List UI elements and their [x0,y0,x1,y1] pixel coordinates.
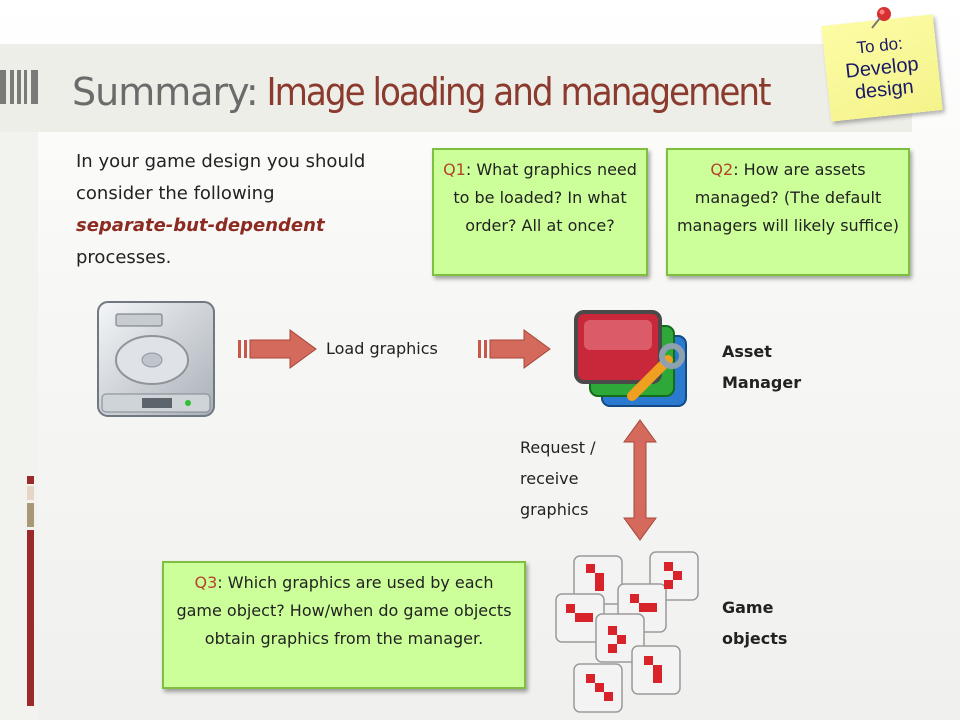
q3-text: : Which graphics are used by each game o… [176,573,512,648]
q2-box: Q2: How are assets managed? (The default… [666,148,910,276]
request-double-arrow [623,419,657,541]
q1-label: Q1 [443,160,466,179]
hard-drive-icon [97,301,215,417]
request-label: Request / receive graphics [520,432,595,525]
intro-line-1: In your game design you should [76,151,366,172]
intro-highlight: separate-but-dependent [76,215,325,236]
side-marker-red [27,530,34,706]
asset-manager-icon [574,310,687,407]
game-objects-line-2: objects [722,629,788,648]
load-arrow-left [238,329,317,369]
intro-line-4: processes. [76,247,172,268]
q1-text: : What graphics need to be loaded? In wh… [453,160,637,235]
title-main: Image loading and management [257,70,772,114]
q1-box: Q1: What graphics need to be loaded? In … [432,148,648,276]
load-graphics-label: Load graphics [326,339,438,358]
side-marker-tan [27,503,34,527]
side-marker-red-top [27,476,34,484]
side-marker-light [27,486,34,500]
asset-manager-label: Asset Manager [722,336,801,398]
intro-text: In your game design you should consider … [76,146,436,274]
title-band [0,44,912,132]
q3-label: Q3 [194,573,218,592]
game-objects-line-1: Game [722,598,774,617]
title-summary: Summary: [72,70,259,114]
request-line-1: Request / [520,438,596,457]
request-line-2: receive [520,469,579,488]
q2-text: : How are assets managed? (The default m… [676,160,900,235]
asset-manager-line-2: Manager [722,373,802,392]
game-objects-label: Game objects [722,592,787,654]
q3-box: Q3: Which graphics are used by each game… [162,561,526,689]
slide-title: Summary: Image loading and management [72,70,772,114]
load-arrow-right [478,329,551,369]
pushpin-icon [871,7,891,29]
q2-label: Q2 [710,160,734,179]
asset-manager-line-1: Asset [722,342,772,361]
intro-line-2: consider the following [76,183,275,204]
request-line-3: graphics [520,500,589,519]
game-objects-icon [555,551,699,713]
